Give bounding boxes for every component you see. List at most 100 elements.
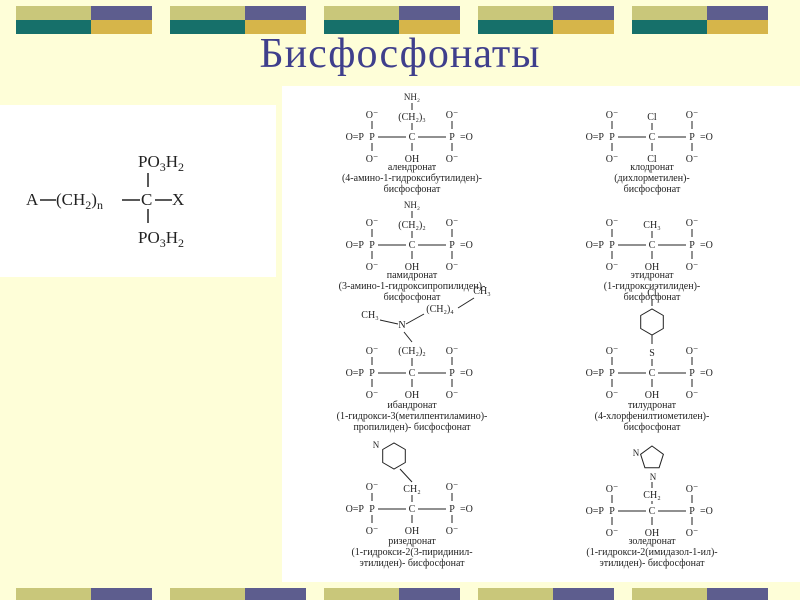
o-minus-label: O⁻	[686, 110, 699, 121]
general-formula-panel: PO3H2 A (CH2)n C X PO3H2	[0, 105, 276, 277]
o-minus-label: O⁻	[606, 218, 619, 229]
o-minus-label: O⁻	[446, 154, 459, 165]
carbon-label: C	[409, 368, 416, 379]
p-double-o-label: =O	[700, 132, 713, 143]
compound-name: алендронат	[388, 162, 437, 173]
bottom-substituent-label: OH	[405, 526, 419, 537]
top-decor-band	[0, 6, 800, 34]
carbon-label: C	[409, 504, 416, 515]
compound-iupac-line: (1-гидрокси-3(метилпентиламино)-	[337, 411, 488, 422]
o-minus-label: O⁻	[686, 484, 699, 495]
imidazole-ring	[640, 445, 664, 469]
bottom-substituent-label: OH	[645, 390, 659, 401]
phosphorus-label: P	[369, 132, 375, 143]
general-formula: PO3H2 A (CH2)n C X PO3H2	[26, 152, 184, 250]
o-minus-label: O⁻	[446, 110, 459, 121]
decor-tile	[324, 6, 460, 34]
o-minus-label: O⁻	[366, 346, 379, 357]
nh2-label: NH₂	[404, 200, 420, 210]
compound-name: ибандронат	[387, 400, 437, 411]
o-double-p-label: O=P	[586, 368, 605, 379]
o-double-p-label: O=P	[586, 506, 605, 517]
phenyl-ring	[640, 308, 664, 336]
bond	[403, 331, 413, 343]
po3h2-top: PO3H2	[138, 152, 184, 174]
phosphorus-label: P	[609, 132, 615, 143]
o-minus-label: O⁻	[366, 110, 379, 121]
decor-tile	[170, 6, 306, 34]
chain-label: CH₂	[643, 490, 660, 501]
phosphorus-label: P	[369, 240, 375, 251]
phosphorus-label: P	[369, 504, 375, 515]
o-minus-label: O⁻	[446, 390, 459, 401]
nh2-label: NH₂	[404, 92, 420, 102]
nitrogen-label: N	[373, 440, 380, 450]
o-minus-label: O⁻	[366, 482, 379, 493]
nitrogen-label: N	[398, 320, 405, 331]
carbon-label: C	[409, 240, 416, 251]
o-minus-label: O⁻	[366, 262, 379, 273]
ch3-label: CH₃	[361, 310, 378, 321]
compound-iupac-line: бисфосфонат	[624, 292, 681, 303]
compound-iupac-line: бисфосфонат	[384, 184, 441, 195]
bottom-substituent-label: OH	[405, 154, 419, 165]
formula-c: C	[141, 190, 152, 209]
decor-tile	[632, 588, 768, 600]
o-double-p-label: O=P	[586, 132, 605, 143]
o-minus-label: O⁻	[446, 218, 459, 229]
o-minus-label: O⁻	[686, 262, 699, 273]
carbon-label: C	[649, 132, 656, 143]
compound-iupac-line: бисфосфонат	[624, 422, 681, 433]
phosphorus-label: P	[449, 504, 455, 515]
o-double-p-label: O=P	[346, 368, 365, 379]
o-minus-label: O⁻	[606, 390, 619, 401]
carbon-label: C	[409, 132, 416, 143]
phosphorus-label: P	[689, 240, 695, 251]
o-minus-label: O⁻	[446, 262, 459, 273]
decor-tile	[478, 588, 614, 600]
decor-tile	[632, 6, 768, 34]
nitrogen-label: N	[633, 448, 640, 458]
o-minus-label: O⁻	[606, 528, 619, 539]
phosphorus-label: P	[449, 368, 455, 379]
p-double-o-label: =O	[460, 240, 473, 251]
p-double-o-label: =O	[700, 506, 713, 517]
phosphorus-label: P	[689, 368, 695, 379]
ch3-label: CH₃	[643, 220, 660, 231]
ch3-label: CH₃	[473, 286, 490, 297]
cl-label: Cl	[647, 112, 657, 123]
bottom-substituent-label: OH	[645, 262, 659, 273]
o-minus-label: O⁻	[686, 154, 699, 165]
o-minus-label: O⁻	[606, 346, 619, 357]
phosphorus-label: P	[369, 368, 375, 379]
p-double-o-label: =O	[700, 368, 713, 379]
compound-iupac-line: (1-гидрокси-2(имидазол-1-ил)-	[586, 547, 717, 558]
decor-tile	[324, 588, 460, 600]
carbon-label: C	[649, 368, 656, 379]
formula-a: A	[26, 190, 39, 209]
bottom-substituent-label: OH	[405, 262, 419, 273]
formula-chain: (CH2)n	[56, 190, 103, 212]
pyridine-ring	[382, 442, 406, 470]
phosphorus-label: P	[449, 240, 455, 251]
compound-iupac-line: (3-амино-1-гидроксипропилиден)-	[339, 281, 486, 292]
chain-label: (CH₂)₃	[398, 112, 426, 123]
bottom-substituent-label: Cl	[647, 154, 657, 165]
compound-name: памидронат	[387, 270, 438, 281]
formula-x: X	[172, 190, 184, 209]
bond	[405, 313, 425, 325]
decor-tile	[16, 6, 152, 34]
o-minus-label: O⁻	[606, 262, 619, 273]
o-double-p-label: O=P	[346, 504, 365, 515]
phosphorus-label: P	[609, 506, 615, 517]
compound-iupac-line: бисфосфонат	[384, 292, 441, 303]
o-double-p-label: O=P	[586, 240, 605, 251]
o-minus-label: O⁻	[366, 218, 379, 229]
o-minus-label: O⁻	[446, 482, 459, 493]
o-double-p-label: O=P	[346, 132, 365, 143]
compound-name: ризедронат	[388, 536, 436, 547]
nitrogen-label: N	[650, 472, 657, 482]
decor-tile	[16, 588, 152, 600]
chain-label: (CH₂)₄	[426, 304, 454, 315]
compound-iupac-line: бисфосфонат	[624, 184, 681, 195]
